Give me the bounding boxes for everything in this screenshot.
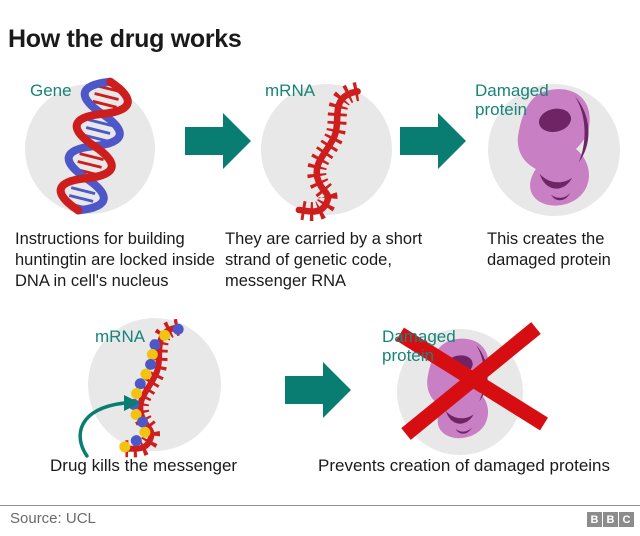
source-text: Source: UCL bbox=[10, 510, 96, 527]
drug-mrna-label: mRNA bbox=[95, 327, 146, 346]
damaged-protein-caption: This creates the damaged protein bbox=[487, 230, 611, 269]
gene-caption: Instructions for building huntingtin are… bbox=[15, 230, 215, 290]
prevent-caption: Prevents creation of damaged proteins bbox=[318, 456, 611, 475]
footer-divider bbox=[0, 505, 640, 506]
arrow-right-icon bbox=[285, 362, 351, 418]
red-cross-icon bbox=[396, 322, 548, 440]
bbc-logo-letter: B bbox=[603, 512, 618, 527]
protein-blob-icon bbox=[517, 89, 590, 206]
mrna-label: mRNA bbox=[265, 81, 316, 100]
drug-bead-dots bbox=[119, 323, 184, 453]
mrna-caption: They are carried by a short strand of ge… bbox=[225, 230, 423, 290]
damaged-protein-label: Damaged protein bbox=[475, 81, 549, 119]
arrow-right-icon bbox=[400, 113, 466, 169]
dna-helix-icon bbox=[56, 77, 132, 215]
blocked-protein-label: Damaged protein bbox=[382, 327, 456, 365]
mrna-strand-icon bbox=[295, 82, 361, 222]
curved-arrow-icon bbox=[78, 395, 140, 458]
arrow-right-icon bbox=[185, 113, 251, 169]
bbc-logo-letter: C bbox=[619, 512, 634, 527]
drug-caption: Drug kills the messenger bbox=[50, 456, 238, 475]
drug-beads-strand-icon bbox=[119, 318, 184, 458]
gene-label: Gene bbox=[30, 81, 72, 100]
bbc-logo: B B C bbox=[587, 512, 634, 527]
page-title: How the drug works bbox=[8, 25, 242, 53]
bbc-logo-letter: B bbox=[587, 512, 602, 527]
